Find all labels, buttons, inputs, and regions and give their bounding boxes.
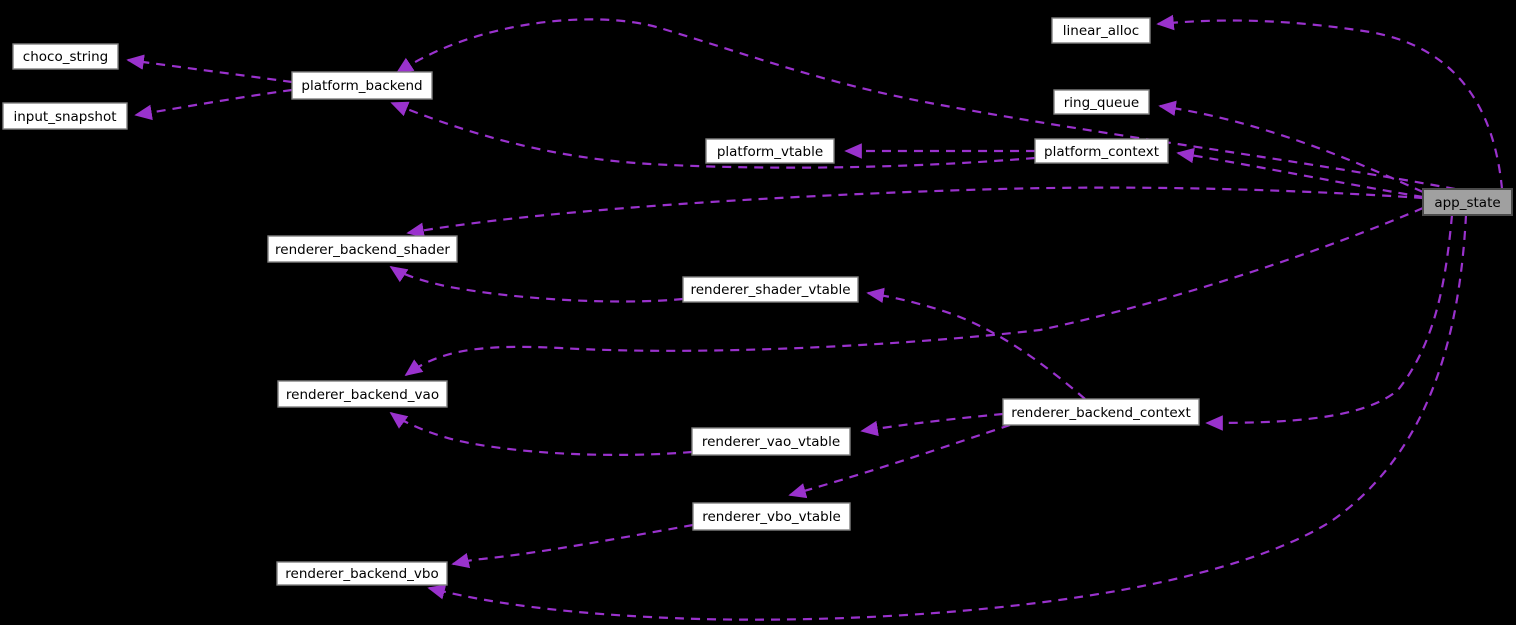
node-box — [1002, 398, 1200, 426]
edge-renderer_backend_context-renderer_shader_vtable — [866, 287, 1086, 400]
node-renderer_backend_vbo[interactable]: renderer_backend_vbo — [276, 561, 448, 586]
node-box — [12, 43, 119, 70]
edge-renderer_shader_vtable-renderer_backend_shader — [389, 266, 684, 303]
node-box — [1422, 188, 1513, 216]
node-ring_queue[interactable]: ring_queue — [1053, 89, 1150, 115]
edge-platform_context-platform_backend — [390, 101, 1036, 169]
node-label: linear_alloc — [1063, 23, 1139, 39]
edge-platform_backend-input_snapshot — [134, 88, 293, 121]
node-label: renderer_backend_vao — [286, 387, 439, 403]
node-label: choco_string — [23, 49, 108, 65]
node-label: input_snapshot — [13, 109, 116, 125]
node-box — [692, 502, 851, 531]
node-linear_alloc[interactable]: linear_alloc — [1051, 17, 1151, 44]
edge-app_state-ring_queue — [1158, 100, 1424, 194]
node-renderer_backend_context[interactable]: renderer_backend_context — [1002, 398, 1200, 426]
edge-renderer_vbo_vtable-renderer_backend_vbo — [451, 523, 694, 569]
node-label: renderer_vbo_vtable — [702, 509, 841, 525]
edge-renderer_backend_context-renderer_vbo_vtable — [788, 423, 1011, 499]
node-box — [1053, 89, 1150, 115]
node-box — [2, 102, 128, 130]
edge-app_state-renderer_backend_shader — [406, 186, 1424, 238]
node-box — [267, 235, 458, 263]
node-platform_context[interactable]: platform_context — [1034, 138, 1169, 164]
node-platform_backend[interactable]: platform_backend — [291, 71, 433, 100]
node-box — [1051, 17, 1151, 44]
edge-app_state-renderer_backend_vao — [404, 206, 1424, 377]
node-choco_string[interactable]: choco_string — [12, 43, 119, 70]
node-box — [682, 276, 859, 303]
node-label: platform_vtable — [717, 144, 823, 160]
node-box — [1034, 138, 1169, 164]
node-renderer_vao_vtable[interactable]: renderer_vao_vtable — [691, 427, 851, 456]
edge-app_state-platform_backend — [395, 18, 1456, 191]
edge-platform_backend-choco_string — [126, 54, 293, 84]
edge-renderer_vao_vtable-renderer_backend_vao — [389, 411, 693, 456]
edge-app_state-renderer_backend_vbo — [427, 214, 1468, 621]
node-box — [705, 138, 835, 164]
node-label: renderer_shader_vtable — [690, 282, 850, 298]
edge-renderer_backend_context-renderer_vao_vtable — [860, 412, 1004, 437]
node-renderer_backend_vao[interactable]: renderer_backend_vao — [277, 380, 448, 408]
node-app_state[interactable]: app_state — [1422, 188, 1513, 216]
node-label: platform_context — [1044, 144, 1159, 160]
node-renderer_vbo_vtable[interactable]: renderer_vbo_vtable — [692, 502, 851, 531]
node-label: renderer_vao_vtable — [702, 434, 840, 450]
node-renderer_backend_shader[interactable]: renderer_backend_shader — [267, 235, 458, 263]
edge-app_state-renderer_backend_context — [1205, 214, 1454, 431]
node-box — [276, 561, 448, 586]
node-box — [277, 380, 448, 408]
edge-app_state-linear_alloc — [1156, 14, 1504, 190]
node-input_snapshot[interactable]: input_snapshot — [2, 102, 128, 130]
node-label: app_state — [1434, 195, 1500, 211]
node-label: renderer_backend_context — [1011, 405, 1191, 421]
node-box — [291, 71, 433, 100]
node-label: renderer_backend_vbo — [285, 566, 438, 582]
node-box — [691, 427, 851, 456]
node-label: ring_queue — [1064, 95, 1139, 111]
node-label: platform_backend — [301, 78, 422, 94]
node-label: renderer_backend_shader — [275, 242, 450, 258]
node-platform_vtable[interactable]: platform_vtable — [705, 138, 835, 164]
node-renderer_shader_vtable[interactable]: renderer_shader_vtable — [682, 276, 859, 303]
